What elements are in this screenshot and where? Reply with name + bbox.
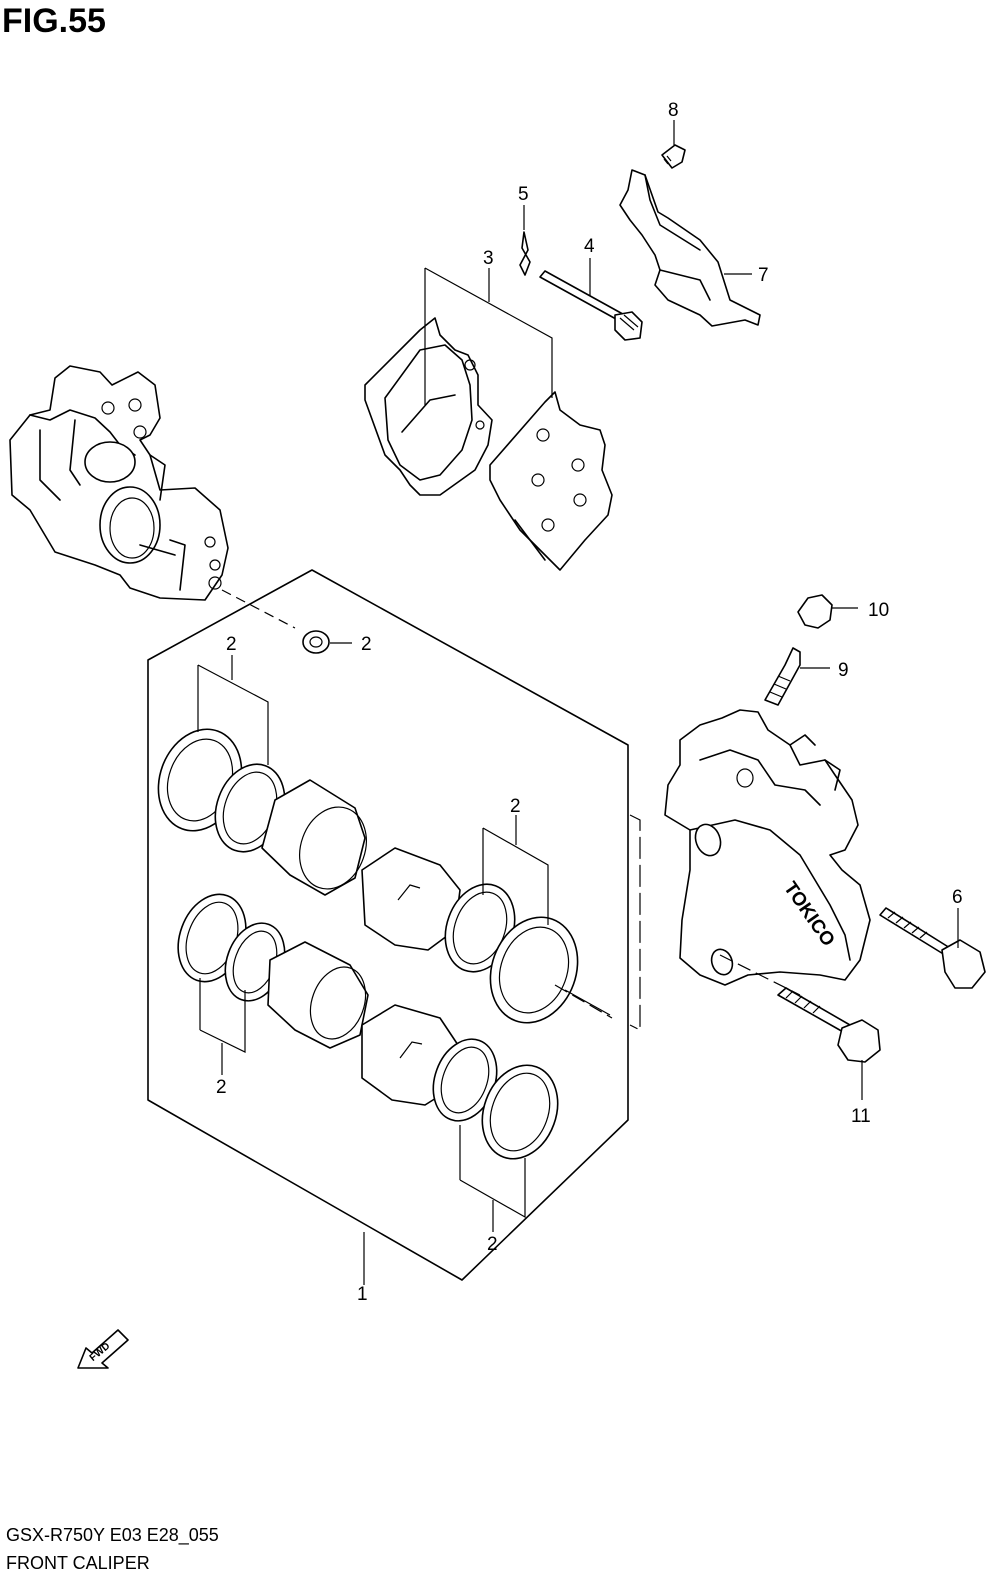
brake-pad-front xyxy=(364,317,493,496)
callout-2: 2 xyxy=(226,634,237,655)
caliper-body-right: TOKICO xyxy=(664,709,871,986)
callout-3: 3 xyxy=(483,248,494,269)
callout-7: 7 xyxy=(758,265,769,286)
bleeder-valve xyxy=(764,647,801,706)
model-code: GSX-R750Y E03 E28_055 xyxy=(6,1525,219,1545)
callout-10: 10 xyxy=(868,600,889,621)
screw-small xyxy=(661,144,686,169)
pad-spring-clip xyxy=(519,231,531,276)
section-name: FRONT CALIPER xyxy=(6,1553,150,1573)
fwd-arrow-icon: FWD xyxy=(77,1329,129,1369)
callout-2: 2 xyxy=(487,1234,498,1255)
pad-pin xyxy=(539,270,643,341)
callout-6: 6 xyxy=(952,887,963,908)
pad-spring-cover xyxy=(619,169,761,327)
mounting-bolt-lower xyxy=(777,987,881,1063)
mounting-bolt-upper xyxy=(879,907,986,989)
bleeder-cap xyxy=(797,594,833,629)
piston-upper-left xyxy=(261,779,367,896)
callout-5: 5 xyxy=(518,184,529,205)
callout-8: 8 xyxy=(668,100,679,121)
piston-seals-lower-right xyxy=(432,1038,559,1160)
callout-2: 2 xyxy=(510,796,521,817)
callout-9: 9 xyxy=(838,660,849,681)
piston-lower-left xyxy=(267,941,369,1049)
figure-title: FIG.55 xyxy=(2,2,106,40)
brake-pad-rear xyxy=(489,391,613,571)
callout-1: 1 xyxy=(357,1284,368,1305)
callout-2: 2 xyxy=(216,1077,227,1098)
seal-small xyxy=(302,630,330,654)
callout-4: 4 xyxy=(584,236,595,257)
piston-seals-upper-right xyxy=(444,883,579,1024)
caliper-body-left xyxy=(9,365,229,601)
callout-2: 2 xyxy=(361,634,372,655)
callout-11: 11 xyxy=(851,1106,871,1127)
